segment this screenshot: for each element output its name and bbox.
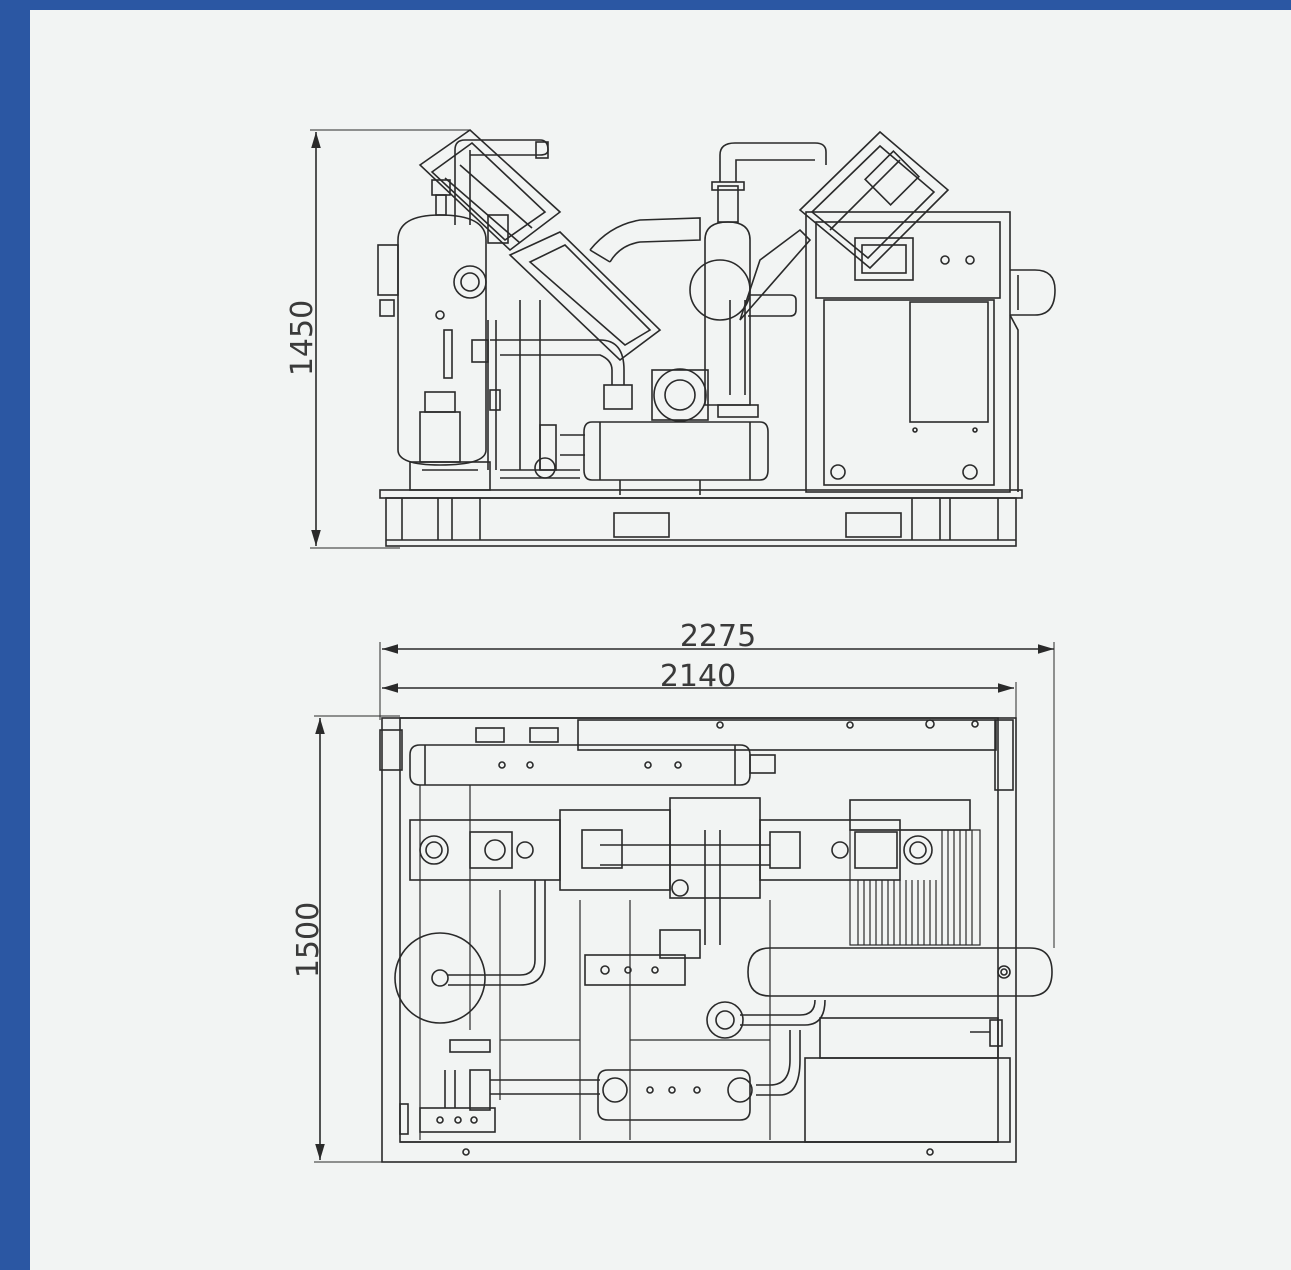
cylinder-heads-row xyxy=(409,797,971,899)
frame-width-dimension: 2140 xyxy=(382,659,1017,720)
overall-width-label: 2275 xyxy=(680,619,756,654)
drain-valve-cluster xyxy=(399,1039,496,1135)
horizontal-receiver-plan xyxy=(747,947,1053,997)
upright-separator xyxy=(704,142,827,418)
motor-housing xyxy=(1009,269,1056,492)
plan-structure xyxy=(419,785,771,1140)
aftercooler-tube xyxy=(379,727,776,786)
crankcase xyxy=(508,217,812,422)
base-skid xyxy=(379,489,1023,547)
frame-width-label: 2140 xyxy=(660,659,736,694)
tank-piping xyxy=(471,300,580,479)
side-height-dimension: 1450 xyxy=(285,129,470,549)
round-vessel-plan xyxy=(394,880,546,1024)
side-view: 1450 xyxy=(285,128,1056,549)
side-height-label: 1450 xyxy=(285,300,320,376)
vertical-receiver-tank xyxy=(377,179,491,491)
top-depth-label: 1500 xyxy=(291,902,326,978)
motor-cooling-fins xyxy=(849,829,981,946)
overall-width-dimension: 2275 xyxy=(379,619,1055,948)
top-depth-dimension: 1500 xyxy=(291,715,400,1163)
right-cylinder-bank xyxy=(798,130,950,270)
right-lower-box xyxy=(804,1017,1011,1143)
left-cylinder-bank xyxy=(418,128,562,252)
top-border-bar xyxy=(0,0,1291,10)
top-view: 2275 2140 1500 xyxy=(291,619,1055,1163)
control-cabinet xyxy=(805,211,1011,493)
horizontal-cooler xyxy=(490,339,769,495)
lower-cooler xyxy=(469,1030,801,1121)
middle-manifold xyxy=(584,830,826,1039)
left-border-bar xyxy=(0,0,30,1270)
